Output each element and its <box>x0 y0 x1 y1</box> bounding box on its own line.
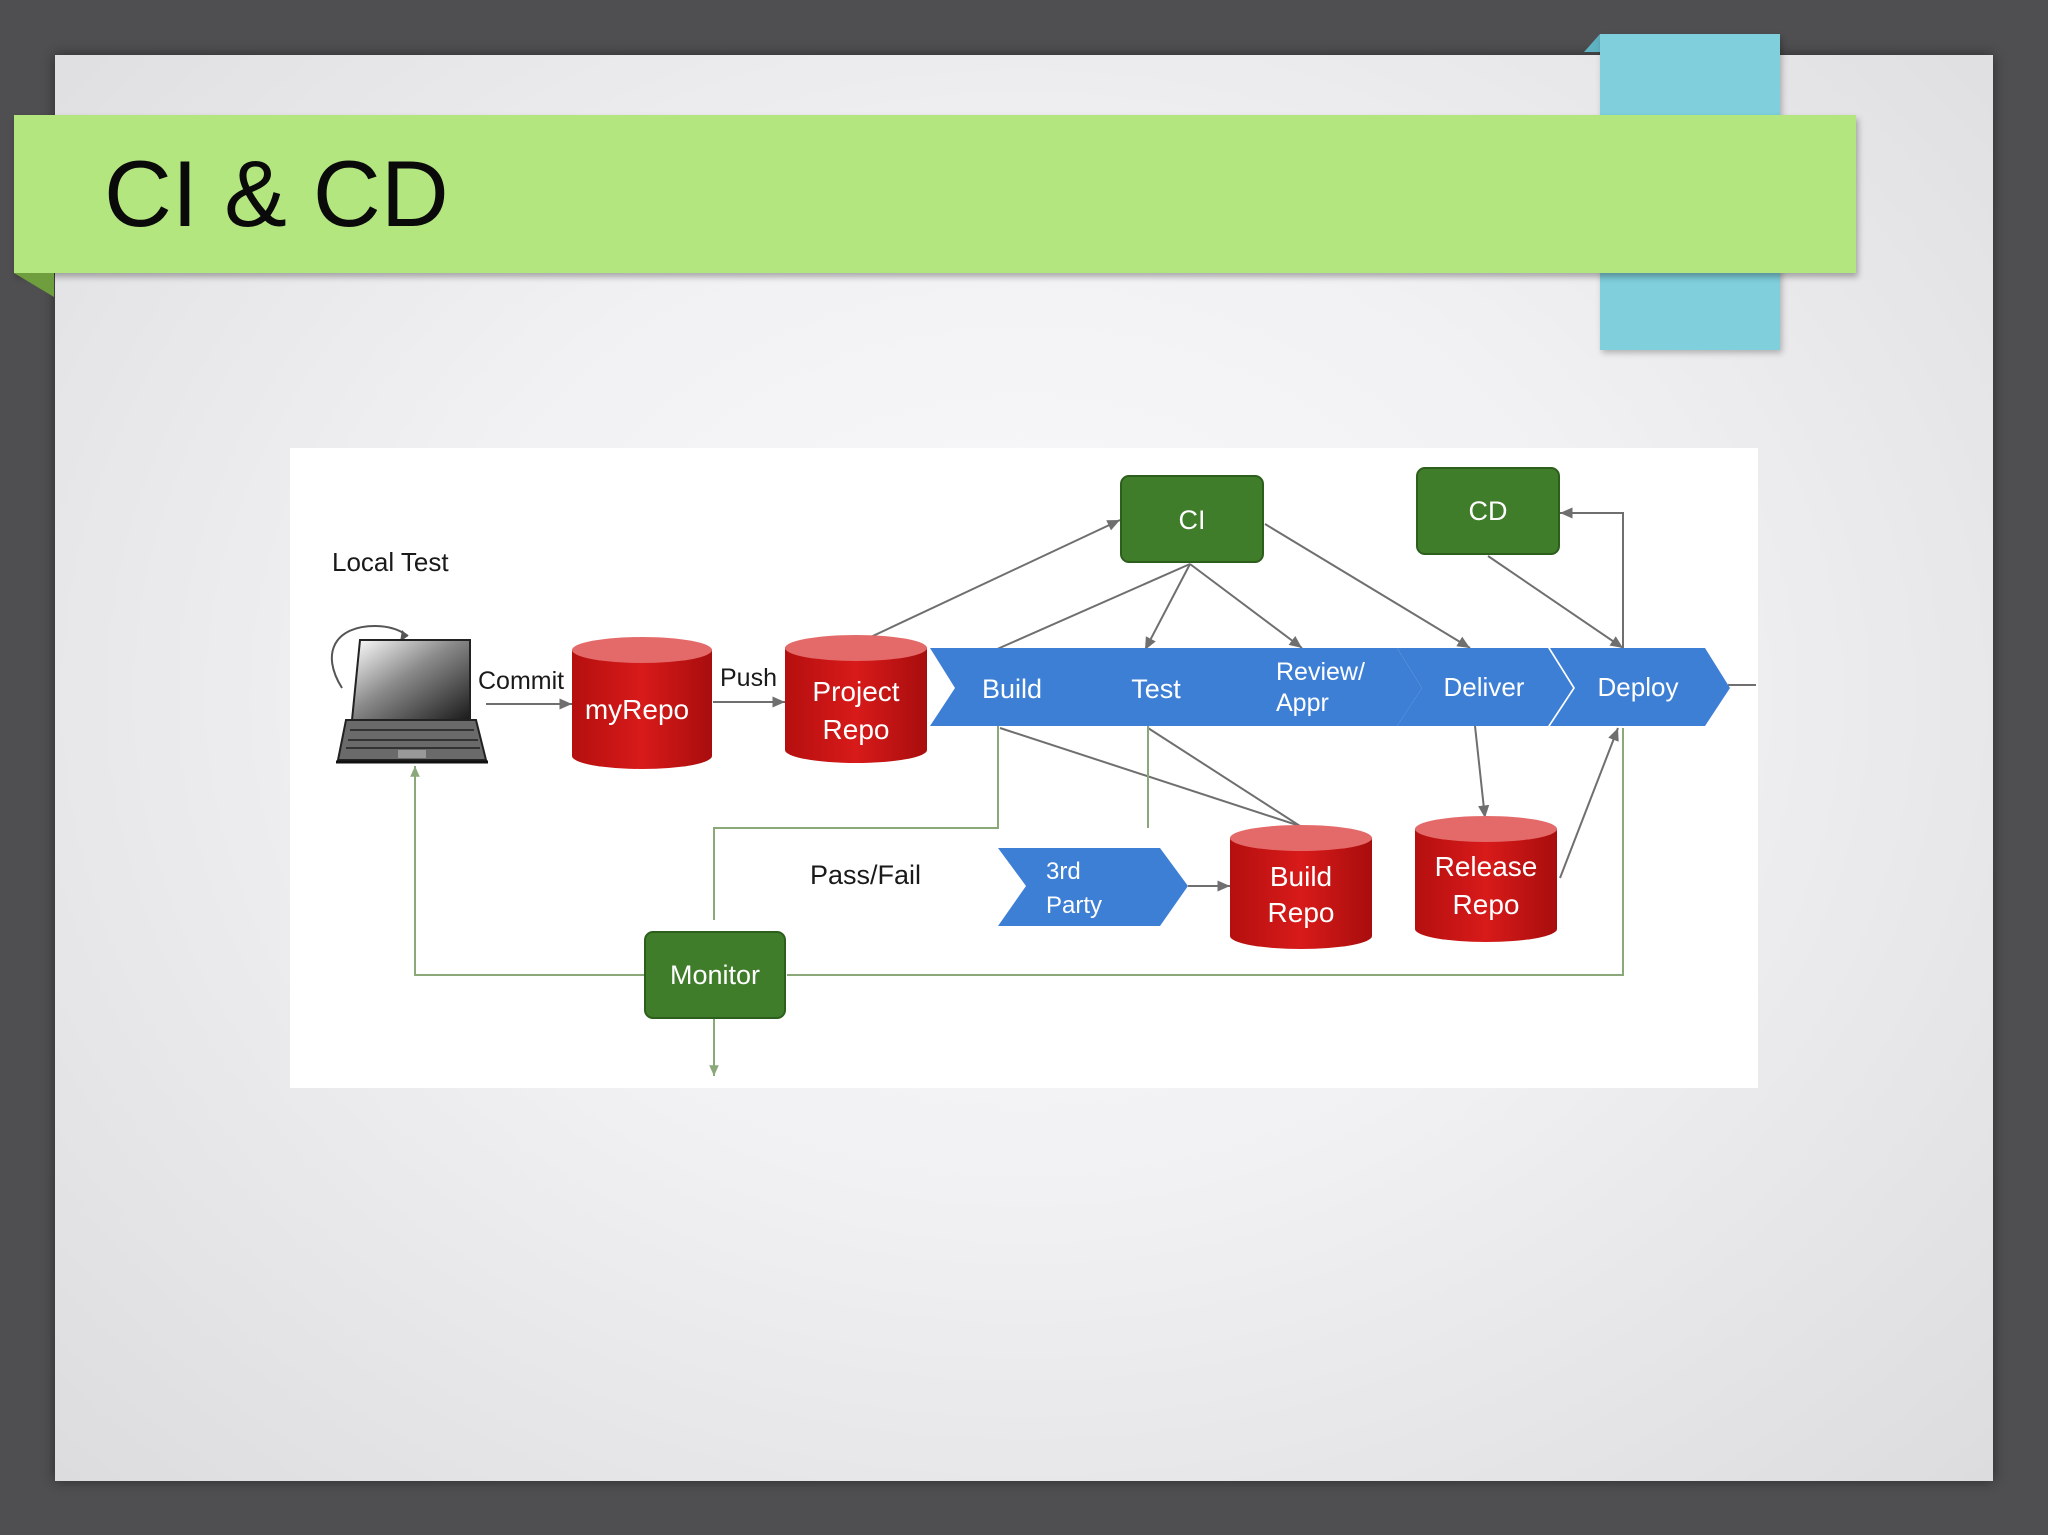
stage-deliver-chevron: Deliver <box>1397 648 1573 726</box>
third-party-line-1: Party <box>1046 892 1102 919</box>
project-repo-cylinder: Project Repo <box>785 635 927 763</box>
stage-build-label: Build <box>982 674 1042 704</box>
release-repo-line-1: Repo <box>1453 889 1520 920</box>
monitor-box: Monitor <box>644 931 786 1019</box>
ci-to-build-line <box>994 563 1191 651</box>
deploy-to-monitor-line <box>787 728 1624 976</box>
deliver-to-releaserepo-arrow <box>1474 725 1490 819</box>
release-repo-cylinder: Release Repo <box>1415 816 1557 942</box>
third-party-line-0: 3rd <box>1046 858 1081 885</box>
myrepo-line-0: myRepo <box>585 694 689 725</box>
ci-to-review-arrow <box>1189 563 1303 649</box>
laptop-icon <box>331 624 488 764</box>
stage-review-line-0: Review/ <box>1276 658 1365 686</box>
stage-test-label: Test <box>1131 674 1181 704</box>
pass-fail-label: Pass/Fail <box>810 860 921 890</box>
cd-box: CD <box>1416 467 1560 555</box>
stage-test-chevron: Test <box>1077 648 1255 726</box>
ci-label: CI <box>1179 505 1206 535</box>
stage-deploy-chevron: Deploy <box>1550 648 1730 726</box>
stage-deploy-label: Deploy <box>1598 672 1679 702</box>
local-test-label: Local Test <box>332 547 449 577</box>
project-repo-line-0: Project <box>812 676 899 707</box>
connectors <box>486 507 1756 892</box>
stage-review-line-1: Appr <box>1276 689 1329 717</box>
ci-to-deliver-arrow <box>1264 523 1471 649</box>
title-banner: CI & CD <box>14 115 1856 273</box>
cd-label: CD <box>1469 496 1508 526</box>
build-to-buildrepo-line <box>999 727 1301 827</box>
build-to-monitor-line <box>713 726 999 920</box>
ci-box: CI <box>1120 475 1264 563</box>
releaserepo-to-deploy-arrow <box>1559 727 1619 879</box>
monitor-label: Monitor <box>670 960 760 990</box>
commit-label: Commit <box>478 667 564 695</box>
diagram-canvas: Local Test Commit Push Pass/Fail CI CD M… <box>331 467 1756 1076</box>
stage-deliver-label: Deliver <box>1444 672 1525 702</box>
accent-fold-decoration <box>1584 34 1600 52</box>
feedback-lines <box>410 726 1624 1076</box>
ci-cd-diagram: Local Test Commit Push Pass/Fail CI CD M… <box>290 448 1758 1088</box>
push-label: Push <box>720 664 777 692</box>
title-banner-fold <box>14 273 54 297</box>
myrepo-cylinder: myRepo <box>572 637 712 769</box>
stage-build-chevron: Build <box>930 648 1110 726</box>
release-repo-line-0: Release <box>1435 851 1538 882</box>
project-repo-line-1: Repo <box>823 714 890 745</box>
slide-title: CI & CD <box>104 141 449 246</box>
third-party-chevron: 3rd Party <box>998 848 1188 926</box>
ci-to-test-arrow <box>1144 563 1191 651</box>
build-repo-cylinder: Build Repo <box>1230 825 1372 949</box>
monitor-to-laptop-arrow <box>410 766 646 976</box>
build-repo-line-0: Build <box>1270 861 1332 892</box>
build-repo-line-1: Repo <box>1268 897 1335 928</box>
test-to-buildrepo-line <box>1147 727 1301 827</box>
cd-to-deploy-arrow <box>1487 555 1624 649</box>
repo-to-ci-arrow <box>859 519 1121 643</box>
deploy-to-cd-arrow <box>1560 507 1624 648</box>
stage-review-chevron: Review/ Appr <box>1225 648 1422 726</box>
